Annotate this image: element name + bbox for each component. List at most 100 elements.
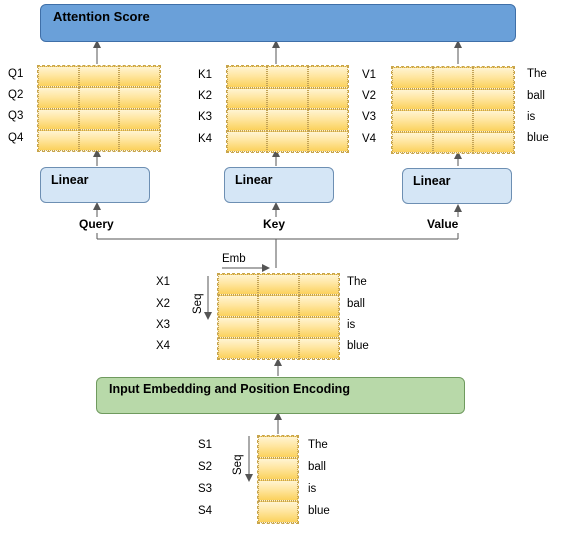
v-row-label: V4 [362, 133, 377, 145]
v-row-label: V1 [362, 69, 377, 81]
matrix-cell [298, 295, 339, 317]
x-row-label: X3 [156, 319, 171, 331]
s-row-label: S1 [198, 439, 213, 451]
matrix-cell [473, 67, 514, 89]
matrix-cell [432, 67, 474, 89]
v-row-label: V2 [362, 90, 377, 102]
matrix-cell [227, 130, 268, 152]
matrix-cell [119, 66, 160, 88]
embedding-word: ball [347, 298, 365, 310]
matrix-cell [258, 337, 299, 359]
matrix-cell [307, 130, 348, 152]
matrix-cell [432, 131, 474, 153]
matrix-cell [267, 66, 308, 88]
input-word: blue [308, 505, 330, 517]
input-token-column [257, 435, 299, 524]
matrix-cell [227, 66, 268, 88]
matrix-cell [218, 316, 259, 338]
matrix-cell [258, 501, 298, 523]
matrix-cell [258, 295, 299, 317]
attention-score-box: Attention Score [40, 4, 516, 42]
matrix-cell [119, 129, 160, 151]
query-linear-box: Linear [40, 167, 150, 203]
input-word: is [308, 483, 317, 495]
value-linear-label: Linear [413, 174, 451, 188]
input-word: ball [308, 461, 326, 473]
matrix-cell [38, 87, 79, 109]
k-row-label: K1 [198, 69, 213, 81]
matrix-cell [392, 88, 433, 110]
matrix-cell [392, 110, 433, 132]
key-matrix [226, 65, 349, 153]
matrix-cell [392, 131, 433, 153]
input-word: The [308, 439, 328, 451]
matrix-cell [38, 108, 79, 130]
value-caption: Value [427, 217, 459, 231]
q-row-label: Q2 [8, 89, 24, 101]
encoding-label: Input Embedding and Position Encoding [109, 382, 350, 396]
matrix-cell [38, 66, 79, 88]
matrix-cell [307, 66, 348, 88]
matrix-cell [432, 88, 474, 110]
q-row-label: Q3 [8, 110, 24, 122]
matrix-cell [119, 87, 160, 109]
s-row-label: S3 [198, 483, 213, 495]
v-row-label: V3 [362, 111, 377, 123]
matrix-cell [119, 108, 160, 130]
k-row-label: K3 [198, 111, 213, 123]
value-word: blue [527, 132, 549, 144]
x-row-label: X4 [156, 340, 171, 352]
s-row-label: S4 [198, 505, 213, 517]
matrix-cell [218, 337, 259, 359]
value-linear-box: Linear [402, 168, 512, 204]
matrix-cell [307, 109, 348, 131]
embedding-word: blue [347, 340, 369, 352]
matrix-cell [78, 87, 120, 109]
matrix-cell [267, 130, 308, 152]
query-caption: Query [79, 217, 114, 231]
matrix-cell [78, 129, 120, 151]
matrix-cell [473, 88, 514, 110]
matrix-cell [258, 436, 298, 458]
matrix-cell [258, 479, 298, 502]
input-embedding-position-encoding-box: Input Embedding and Position Encoding [96, 377, 465, 414]
matrix-cell [432, 110, 474, 132]
emb-axis-label: Emb [222, 253, 246, 265]
matrix-cell [218, 295, 259, 317]
q-row-label: Q1 [8, 68, 24, 80]
value-word: is [527, 111, 536, 123]
k-row-label: K2 [198, 90, 213, 102]
input-seq-axis-label: Seq [232, 454, 244, 475]
query-linear-label: Linear [51, 173, 89, 187]
matrix-cell [78, 108, 120, 130]
matrix-cell [267, 109, 308, 131]
matrix-cell [298, 337, 339, 359]
value-word: ball [527, 90, 545, 102]
matrix-cell [258, 316, 299, 338]
s-row-label: S2 [198, 461, 213, 473]
matrix-cell [473, 110, 514, 132]
embedding-matrix [217, 273, 340, 360]
value-matrix [391, 66, 515, 154]
value-word: The [527, 68, 547, 80]
key-caption: Key [263, 217, 286, 231]
matrix-cell [218, 274, 259, 296]
matrix-cell [473, 131, 514, 153]
k-row-label: K4 [198, 133, 213, 145]
q-row-label: Q4 [8, 132, 24, 144]
matrix-cell [258, 457, 298, 480]
embedding-word: The [347, 276, 367, 288]
matrix-cell [298, 316, 339, 338]
matrix-cell [298, 274, 339, 296]
matrix-cell [38, 129, 79, 151]
x-row-label: X2 [156, 298, 171, 310]
key-linear-label: Linear [235, 173, 273, 187]
seq-axis-label: Seq [192, 293, 204, 314]
matrix-cell [227, 109, 268, 131]
attention-score-label: Attention Score [53, 9, 150, 24]
query-matrix [37, 65, 161, 152]
matrix-cell [307, 87, 348, 109]
embedding-word: is [347, 319, 356, 331]
matrix-cell [258, 274, 299, 296]
